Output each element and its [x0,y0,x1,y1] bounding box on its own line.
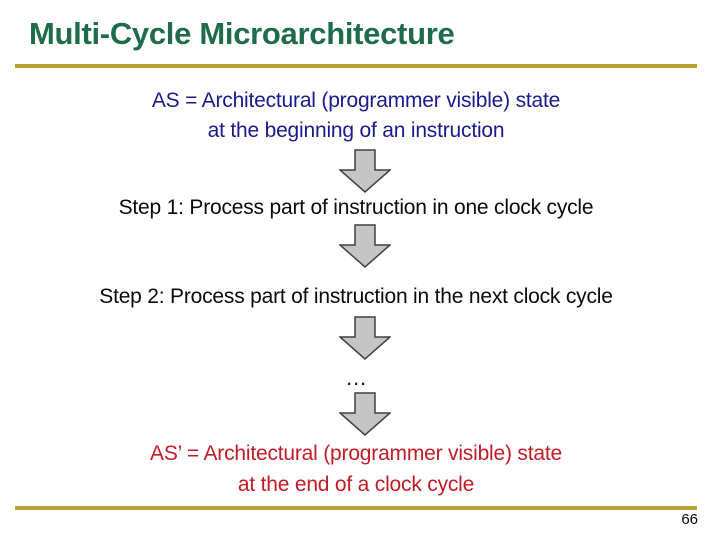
ellipsis-text: … [345,365,367,390]
as-prime-state-line2: at the end of a clock cycle [237,473,475,496]
page-number: 66 [681,511,698,528]
step1-text: Step 1: Process part of instruction in o… [118,196,594,219]
as-state-line1: AS = Architectural (programmer visible) … [151,89,561,112]
as-state-line2: at the beginning of an instruction [207,119,505,142]
down-arrow-icon [339,316,391,360]
as-state-block: AS = Architectural (programmer visible) … [0,86,712,146]
title-underline-rule [15,64,697,68]
down-arrow-icon [339,224,391,268]
as-prime-state-block: AS’ = Architectural (programmer visible)… [0,438,712,500]
down-arrow-icon [339,149,391,193]
as-prime-state-line1: AS’ = Architectural (programmer visible)… [150,442,562,465]
footer-rule [15,506,697,510]
slide-title: Multi-Cycle Microarchitecture [29,16,455,51]
step2-text: Step 2: Process part of instruction in t… [99,285,613,308]
down-arrow-icon [339,392,391,436]
